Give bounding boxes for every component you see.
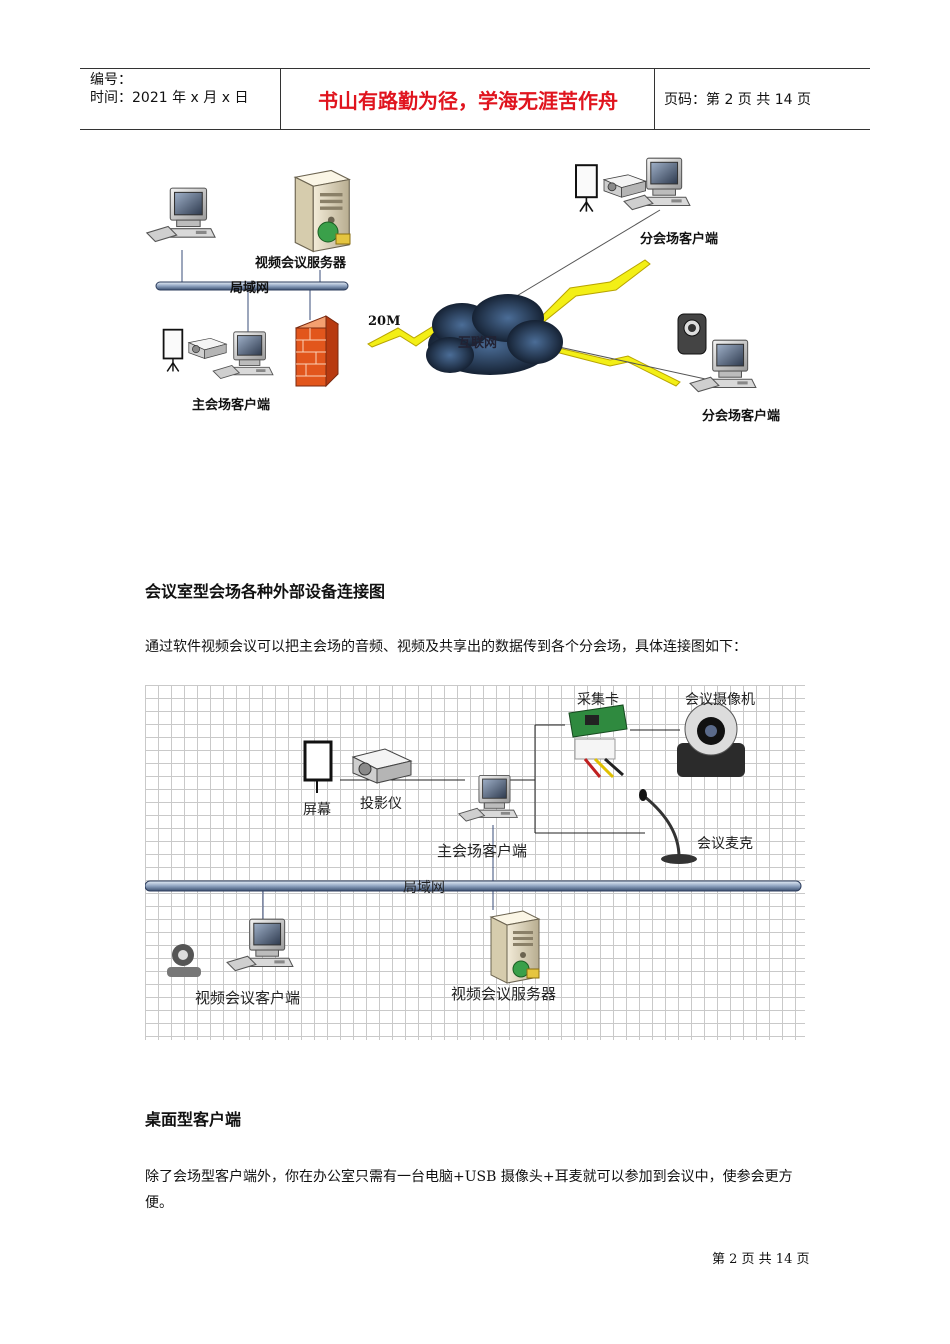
computer-icon: [458, 774, 518, 822]
doc-number-label: 编号：: [90, 72, 132, 88]
capture-card-icon: [568, 704, 628, 779]
header-divider: [280, 69, 281, 129]
computer-icon: [146, 187, 216, 243]
internet-cloud: [426, 294, 563, 375]
lan-label: 局域网: [403, 880, 445, 896]
header-meta: 编号： 时间：2021 年 x 月 x 日: [90, 71, 248, 107]
internet-label: 互联网: [458, 336, 498, 351]
section-paragraph: 通过软件视频会议可以把主会场的音频、视频及共享出的数据传到各个分会场，具体连接图…: [145, 639, 747, 655]
projector-screen-icon: [162, 328, 228, 373]
topology-lines: [146, 157, 757, 393]
firewall-icon: [294, 315, 340, 388]
screen-label: 屏幕: [303, 802, 331, 818]
computer-icon: [212, 331, 274, 380]
server-label: 视频会议服务器: [451, 985, 557, 1003]
section-heading: 桌面型客户端: [145, 1110, 242, 1129]
link-bolt: [534, 259, 651, 326]
page-footer: 第 2 页 共 14 页: [712, 1252, 810, 1267]
projector-label: 投影仪: [360, 796, 402, 812]
doc-date: 时间：2021 年 x 月 x 日: [90, 90, 249, 106]
webcam-icon: [677, 313, 707, 355]
section-paragraph: 除了会场型客户端外，你在办公室只需有一台电脑+USB 摄像头+耳麦就可以参加到会…: [145, 1169, 793, 1211]
camera-label: 会议摄像机: [685, 692, 755, 708]
branch-client-label: 分会场客户端: [702, 409, 781, 424]
main-client-label: 主会场客户端: [437, 842, 528, 860]
lan-bar: [155, 281, 349, 291]
equipment-lines: [145, 702, 802, 984]
projector-icon: [351, 748, 413, 784]
microphone-icon: [639, 789, 697, 864]
header-motto: 书山有路勤为径，学海无涯苦作舟: [318, 89, 618, 113]
ptz-camera-icon: [677, 702, 745, 777]
projection-screen-icon: [303, 740, 333, 793]
equipment-diagram: 采集卡 会议摄像机 屏幕 投影仪 主会场客户端 会议麦克 局域网 视频会议客户端…: [145, 685, 805, 1040]
link-line: [509, 209, 661, 301]
globe-icon: [317, 221, 339, 243]
header-divider: [654, 69, 655, 129]
page-header: 编号： 时间：2021 年 x 月 x 日 书山有路勤为径，学海无涯苦作舟 页码…: [80, 68, 870, 130]
main-site-label: 主会场客户端: [192, 398, 271, 413]
folder-icon: [526, 968, 540, 979]
header-page-code: 页码：第 2 页 共 14 页: [664, 92, 811, 108]
computer-icon: [226, 918, 294, 972]
headset-icon: [167, 944, 201, 977]
link-line: [549, 344, 711, 381]
network-topology-diagram: 视频会议服务器 局域网 20M 互联网 分会场客户端 分会场客户端 主会场客户端: [140, 150, 820, 440]
bandwidth-label: 20M: [368, 314, 401, 329]
link-bolt: [547, 345, 681, 387]
branch-client-label: 分会场客户端: [640, 232, 719, 247]
mic-label: 会议麦克: [697, 836, 753, 852]
capture-card-label: 采集卡: [577, 692, 619, 708]
server-label: 视频会议服务器: [255, 256, 347, 271]
folder-icon: [335, 233, 351, 245]
client-label: 视频会议客户端: [195, 989, 301, 1007]
lan-bar: [145, 880, 802, 892]
lan-label: 局域网: [230, 281, 270, 296]
section-heading: 会议室型会场各种外部设备连接图: [145, 582, 386, 601]
